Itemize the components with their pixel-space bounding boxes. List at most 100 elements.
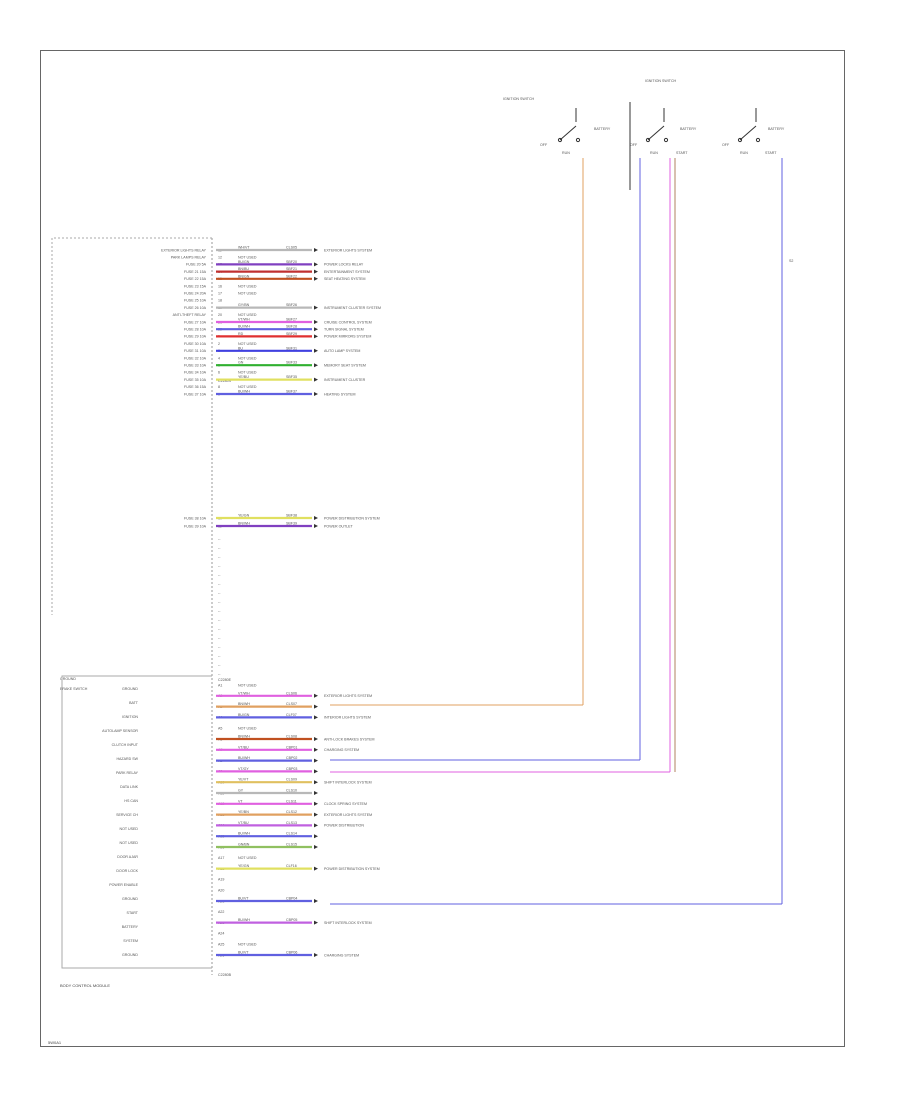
switch-1-blade <box>559 125 577 141</box>
upper-row-wire-color: NOT USED <box>238 371 257 375</box>
lower-row-wire-color: BU/VT <box>238 951 249 955</box>
lower-row-dest: SHIFT INTERLOCK SYSTEM <box>324 921 372 925</box>
switch-3-contact <box>737 137 743 143</box>
lower-row-wire-color: NOT USED <box>238 727 257 731</box>
lower-row-wire-color: YE/GN <box>238 864 250 868</box>
lower-row-dest: CHARGING SYSTEM <box>324 748 359 752</box>
upper-row-circuit: SBF22 <box>286 274 297 278</box>
upper-row-wire-color: NOT USED <box>238 256 257 260</box>
upper-row-pin: 2 <box>218 342 220 346</box>
lower-row-circuit: CBP02 <box>286 756 297 760</box>
mid-row-arrow <box>314 516 318 520</box>
lower-row-arrow <box>314 715 318 720</box>
switch-3-contact <box>755 137 761 143</box>
lower-row-wire-color: VT <box>238 799 243 803</box>
upper-row-dest: ENTERTAINMENT SYSTEM <box>324 270 370 274</box>
upper-row-left-label: FUSE 24 20A <box>184 292 207 296</box>
empty-pin: -- <box>218 537 221 541</box>
upper-row-wire-color: BU/WH <box>238 325 250 329</box>
lower-row-wire-color: VT/BU <box>238 821 249 825</box>
lower-row-circuit: CLF16 <box>286 864 297 868</box>
upper-row-dest: AUTO LAMP SYSTEM <box>324 349 360 353</box>
lower-row-arrow <box>314 845 318 849</box>
lower-row-circuit: CBP03 <box>286 767 297 771</box>
upper-row-dest: CRUISE CONTROL SYSTEM <box>324 320 372 324</box>
lower-left-label: BATT <box>129 701 139 705</box>
lower-row-circuit: CBP05 <box>286 918 297 922</box>
lower-row-wire-color: VT/GY <box>238 767 249 771</box>
switch-3-blade <box>739 125 757 141</box>
module-outline-top <box>51 237 212 615</box>
lower-row-circuit: CLF07 <box>286 713 297 717</box>
upper-row-dest: POWER LOCKS RELAY <box>324 263 364 267</box>
lower-row-circuit: CBP04 <box>286 897 297 901</box>
lower-row-circuit: CLS13 <box>286 821 297 825</box>
upper-row-left-label: FUSE 29 10A <box>184 335 207 339</box>
upper-row-left-label: FUSE 37 10A <box>184 392 207 396</box>
lower-row-wire-color: BU/WH <box>238 918 250 922</box>
upper-row-wire-color: BU/WH <box>238 390 250 394</box>
switch3-battery-label: BATTERY <box>768 127 785 131</box>
upper-row-circuit: SBF37 <box>286 390 297 394</box>
lower-left-label: BATTERY <box>122 925 139 929</box>
lower-row-arrow <box>314 769 318 774</box>
upper-row-circuit: SBF29 <box>286 332 297 336</box>
lower-row-wire-color: BU/VT <box>238 897 249 901</box>
upper-row-arrow <box>314 334 318 339</box>
empty-pin: -- <box>218 546 221 550</box>
upper-row-wire-color: NOT USED <box>238 292 257 296</box>
switch2-start-label: START <box>676 151 688 155</box>
side-label-1: BRAKE SWITCH <box>60 687 88 691</box>
lower-row-dest: INTERIOR LIGHTS SYSTEM <box>324 716 371 720</box>
lower-row-arrow <box>314 791 318 795</box>
lower-row-wire-color: BU/GN <box>238 713 250 717</box>
group-label: GROUND <box>60 677 76 681</box>
lower-row-circuit: CLS08 <box>286 735 297 739</box>
empty-pin: -- <box>218 591 221 595</box>
switch2-battery-label: BATTERY <box>680 127 697 131</box>
upper-row-left-label: FUSE 21 15A <box>184 270 207 274</box>
empty-pin: -- <box>218 645 221 649</box>
upper-row-left-label: FUSE 25 10A <box>184 299 207 303</box>
empty-pin: -- <box>218 636 221 640</box>
upper-row-left-label: FUSE 32 10A <box>184 356 207 360</box>
mid-row-left-label: FUSE 39 10A <box>184 524 207 528</box>
upper-row-arrow <box>314 392 318 396</box>
mid-row-circuit: SBF38 <box>286 514 297 518</box>
upper-row-pin: 12 <box>218 256 222 260</box>
lower-row-arrow <box>314 737 318 741</box>
upper-row-pin: 4 <box>218 356 220 360</box>
upper-row-dest: INSTRUMENT CLUSTER SYSTEM <box>324 306 381 310</box>
lower-row-pin: A22 <box>218 910 224 914</box>
upper-row-wire-color: RD <box>238 332 244 336</box>
diagram-frame <box>40 50 845 1047</box>
node-label: S2 <box>789 259 793 263</box>
lower-left-label: GROUND <box>122 897 138 901</box>
upper-row-left-label: FUSE 23 15A <box>184 284 207 288</box>
upper-row-wire-color: BN/BU <box>238 267 249 271</box>
lower-row-pin: A25 <box>218 943 224 947</box>
lower-left-label: GROUND <box>122 953 138 957</box>
lower-row-dest: CLOCK SPRING SYSTEM <box>324 802 367 806</box>
upper-row-wire-color: YE/BU <box>238 375 249 379</box>
empty-pin: -- <box>218 654 221 658</box>
switch1-battery-label: BATTERY <box>594 127 611 131</box>
lower-row-arrow <box>314 801 318 806</box>
upper-row-wire-color: GN <box>238 361 244 365</box>
lower-row-wire-color: GN/BN <box>238 843 250 847</box>
lower-left-label: START <box>127 911 139 915</box>
empty-pin: -- <box>218 663 221 667</box>
switch2-off-label: OFF <box>630 143 638 147</box>
lower-row-wire-color: BU/WH <box>238 756 250 760</box>
upper-row-pin: 8 <box>218 385 220 389</box>
lower-row-wire-color: BU/WH <box>238 832 250 836</box>
upper-row-circuit: SBF35 <box>286 375 297 379</box>
lower-left-label: HS CAN <box>124 799 138 803</box>
switch-2-contact <box>663 137 669 143</box>
lower-left-label: SYSTEM <box>123 939 138 943</box>
empty-pin: -- <box>218 600 221 604</box>
mid-row-dest: POWER DISTRIBUTION SYSTEM <box>324 516 380 520</box>
upper-row-left-label: ANTI-THEFT RELAY <box>173 313 207 317</box>
connector-bot-label: C2280B <box>218 973 232 977</box>
